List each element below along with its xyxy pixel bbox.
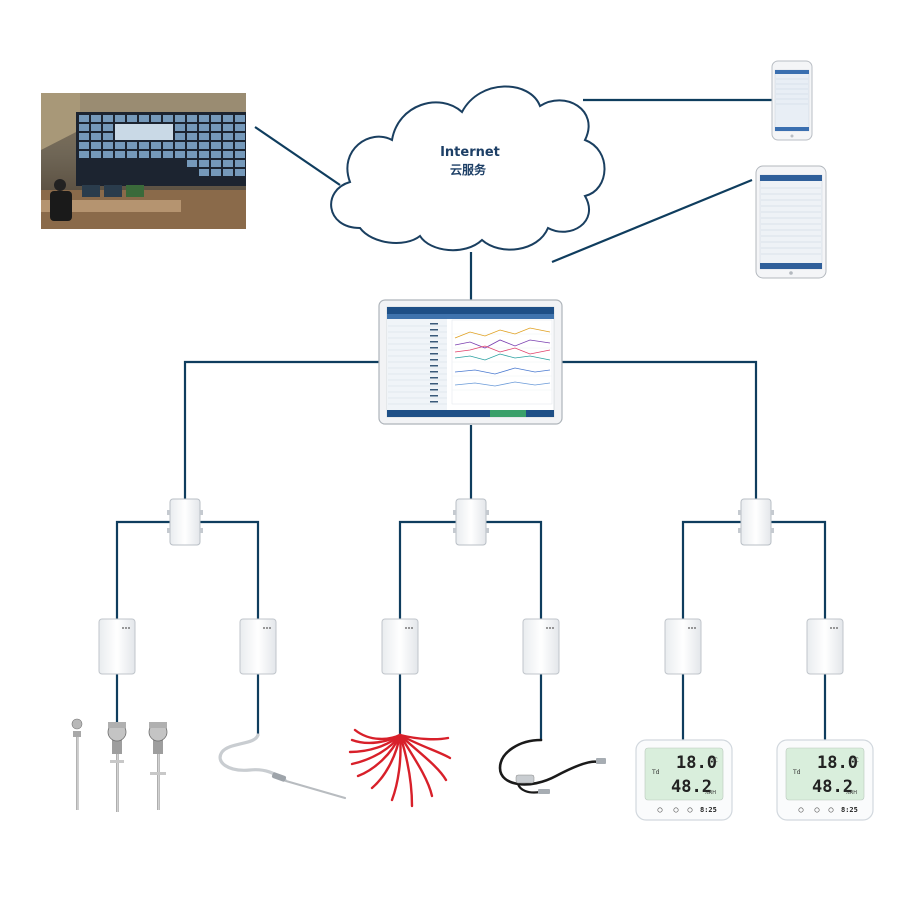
- wifi-icon: [798, 807, 804, 813]
- temperature-unit: ℃: [852, 757, 859, 764]
- humidity-unit: %RH: [845, 790, 857, 796]
- link-gw-left-node-1: [115, 520, 170, 620]
- lcd-screen: [785, 747, 865, 801]
- alarm-icon: [814, 807, 820, 813]
- link-terminal-gateway-left: [183, 360, 380, 500]
- dew-point-label: Td: [651, 769, 660, 776]
- link-control-room-cloud: [254, 126, 341, 186]
- link-gw-right-node-6: [771, 520, 827, 620]
- humidity-reading: 48.2: [812, 777, 853, 797]
- link-gw-middle-node-3: [398, 520, 456, 620]
- lcd-screen: [644, 747, 724, 801]
- link-gw-left-node-2: [200, 520, 260, 620]
- gateway-middle: [453, 498, 489, 546]
- temperature-reading: 18.0: [817, 753, 858, 773]
- transmitter-node-6: [806, 618, 844, 675]
- transmitter-node-5: [664, 618, 702, 675]
- gateway-right: [738, 498, 774, 546]
- humidity-reading: 48.2: [671, 777, 712, 797]
- temperature-unit: ℃: [711, 757, 718, 764]
- link-gw-middle-node-4: [486, 520, 543, 620]
- transmitter-node-1: [98, 618, 136, 675]
- cloud: Internet 云服务: [330, 85, 606, 252]
- multi-wire-thermocouple: [348, 728, 452, 808]
- link-terminal-gateway-right: [562, 360, 758, 500]
- transmitter-node-4: [522, 618, 560, 675]
- terminal-trend-chart: [451, 319, 553, 405]
- control-room-photo: [41, 93, 246, 229]
- th-display-2: Td 18.0 ℃ 48.2 %RH 8:25: [776, 739, 874, 821]
- alarm-icon: [673, 807, 679, 813]
- gateway-left: [167, 498, 203, 546]
- cloud-label-service: 云服务: [450, 162, 487, 177]
- cable-temperature-probe: [218, 733, 347, 800]
- temperature-reading: 18.0: [676, 753, 717, 773]
- transmitter-node-3: [381, 618, 419, 675]
- humidity-unit: %RH: [704, 790, 716, 796]
- dew-point-label: Td: [792, 769, 801, 776]
- time-reading: 8:25: [841, 806, 858, 814]
- cloud-label-internet: Internet: [440, 145, 500, 160]
- central-monitoring-terminal: [378, 299, 563, 425]
- wifi-icon: [657, 807, 663, 813]
- clock-icon: [687, 807, 693, 813]
- cloud-shape: [330, 85, 606, 252]
- transmitter-node-2: [239, 618, 277, 675]
- connection-lines: [115, 98, 827, 740]
- coiled-cable-probe: [498, 738, 606, 794]
- terminal-header-bar: [387, 307, 554, 314]
- th-display-1: Td 18.0 ℃ 48.2 %RH 8:25: [635, 739, 733, 821]
- time-reading: 8:25: [700, 806, 717, 814]
- smartphone: [771, 60, 813, 141]
- thermocouple-probes: [71, 718, 168, 812]
- clock-icon: [828, 807, 834, 813]
- terminal-table-rows: [388, 325, 447, 405]
- link-gw-right-node-5: [681, 520, 741, 620]
- link-cloud-tablet: [551, 178, 753, 264]
- tablet: [755, 165, 827, 279]
